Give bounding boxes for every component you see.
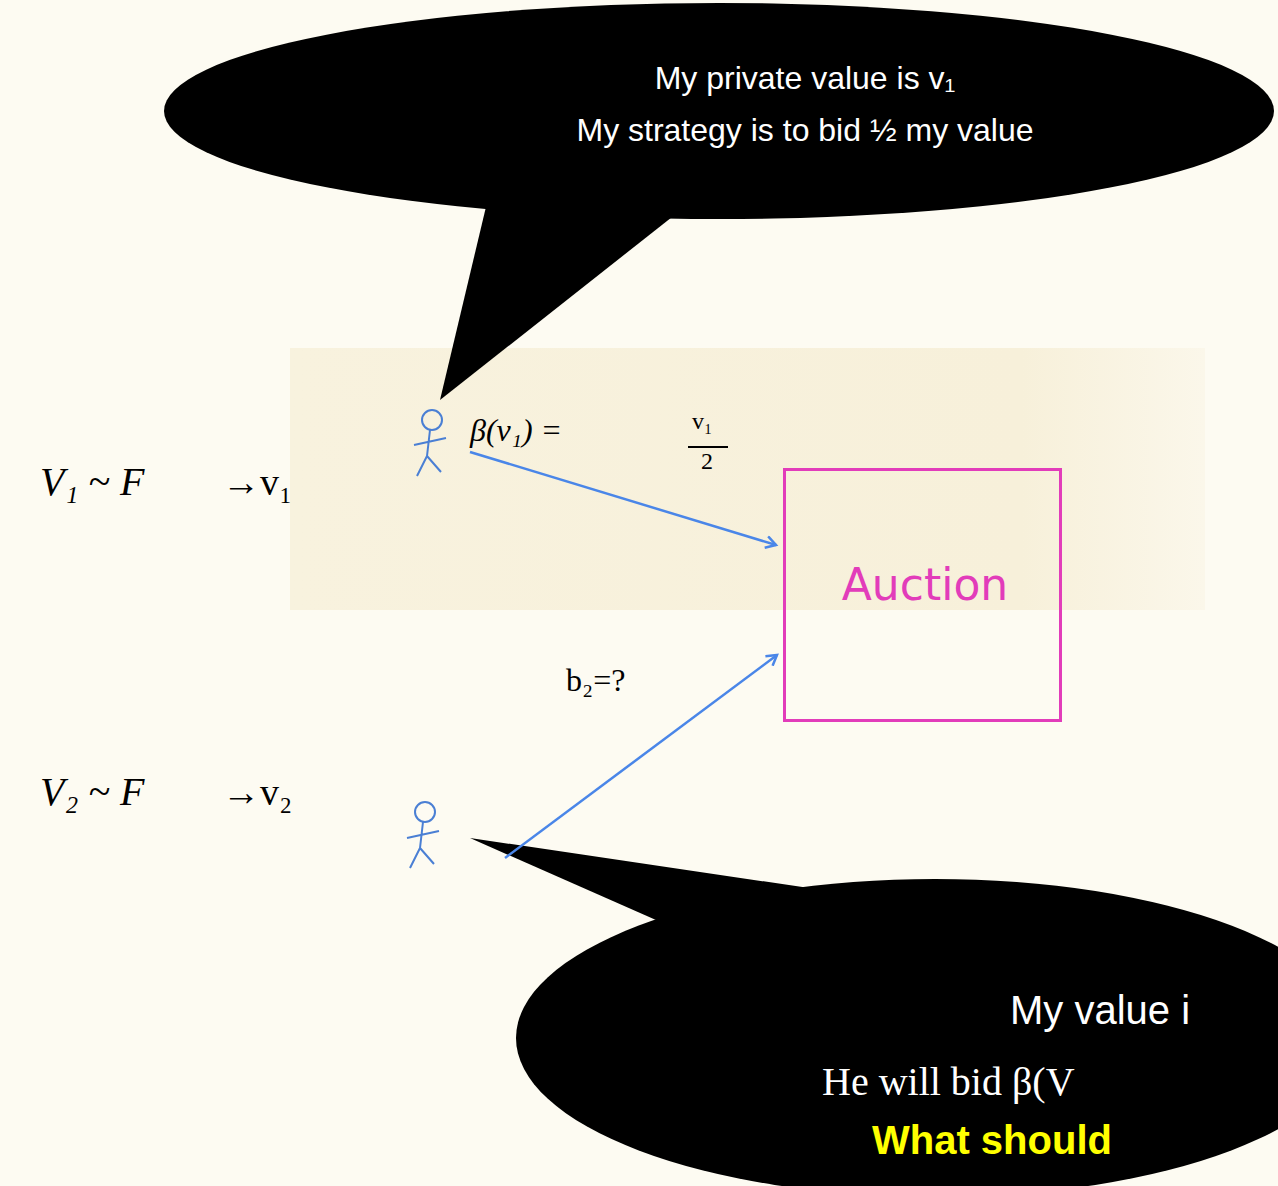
node-text: My private value is v₁	[655, 60, 956, 97]
distribution-label: V₁ ~ F	[40, 458, 144, 505]
node-text: My strategy is to bid ½ my value	[576, 112, 1033, 149]
bid-label: b₂=?	[566, 662, 625, 699]
bid-arrow	[470, 452, 776, 545]
speech-bubble: My value i He will bid β(V What should	[515, 878, 1278, 1186]
speech-bubble: My private value is v₁ My strategy is to …	[163, 2, 1275, 220]
stick-figure	[407, 802, 439, 868]
fraction-numerator: v₁	[692, 408, 712, 435]
value-label: →v₂	[222, 770, 292, 814]
stick-figure	[414, 410, 446, 476]
fraction-denominator: 2	[701, 448, 713, 475]
bubble-outline	[163, 2, 1275, 220]
bubble-tail	[440, 190, 700, 400]
node-text: He will bid β(V	[822, 1058, 1075, 1105]
photo-band	[290, 348, 1205, 610]
fraction-bar	[688, 446, 728, 448]
distribution-label: V₂ ~ F	[40, 768, 144, 815]
bid-function: β(v₁) =	[470, 412, 562, 449]
bid-arrow	[505, 655, 777, 858]
node-text: My value i	[1010, 988, 1190, 1033]
auction-box: Auction	[783, 468, 1062, 722]
node-text: Auction	[842, 559, 1008, 610]
value-label: →v₁	[222, 460, 292, 504]
node-text: What should	[872, 1118, 1112, 1163]
